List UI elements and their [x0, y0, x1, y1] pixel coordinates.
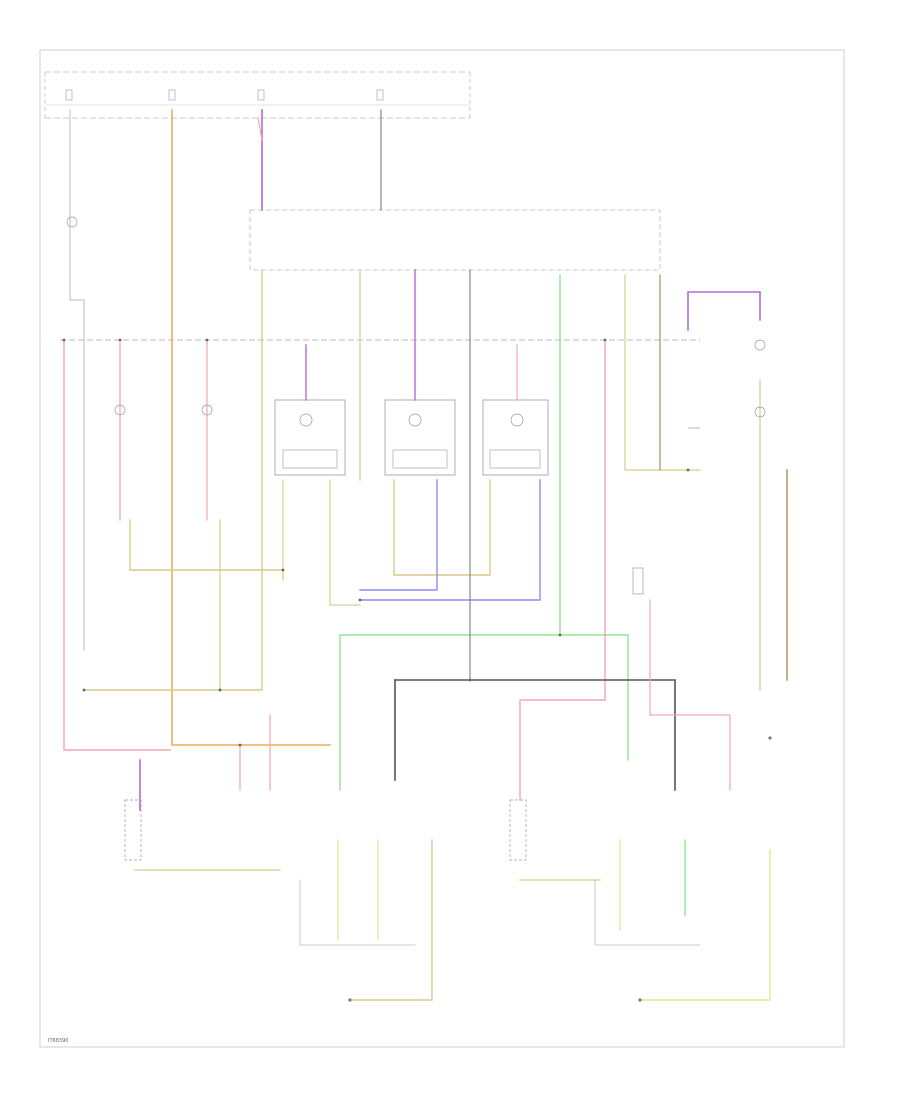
diagram-code: IT68390	[48, 1038, 68, 1044]
control-module	[249, 209, 661, 271]
wires	[63, 109, 788, 1001]
bulb-license	[754, 406, 766, 418]
splices	[62, 338, 690, 747]
fuse-3	[257, 89, 265, 101]
bulb-right-footwell	[201, 404, 213, 416]
left-door-switch-assembly	[124, 799, 142, 861]
lamp-module-3	[482, 399, 549, 476]
fuse-1	[65, 89, 73, 101]
relay-box	[632, 567, 644, 595]
fuse-4	[376, 89, 384, 101]
lamp-module-2	[384, 399, 456, 476]
diagram-frame	[39, 49, 845, 1048]
bulb-upper-left	[66, 216, 78, 228]
lamp-module-1	[274, 399, 346, 476]
right-door-switch-assembly	[509, 799, 527, 861]
bulb-left-footwell	[114, 404, 126, 416]
ground-pt-lower-right	[768, 736, 772, 740]
bulb-right-upper	[754, 339, 766, 351]
ground-pt-left	[348, 998, 352, 1002]
fuse-panel	[44, 71, 471, 119]
fuse-2	[168, 89, 176, 101]
ground-pt-right	[638, 998, 642, 1002]
